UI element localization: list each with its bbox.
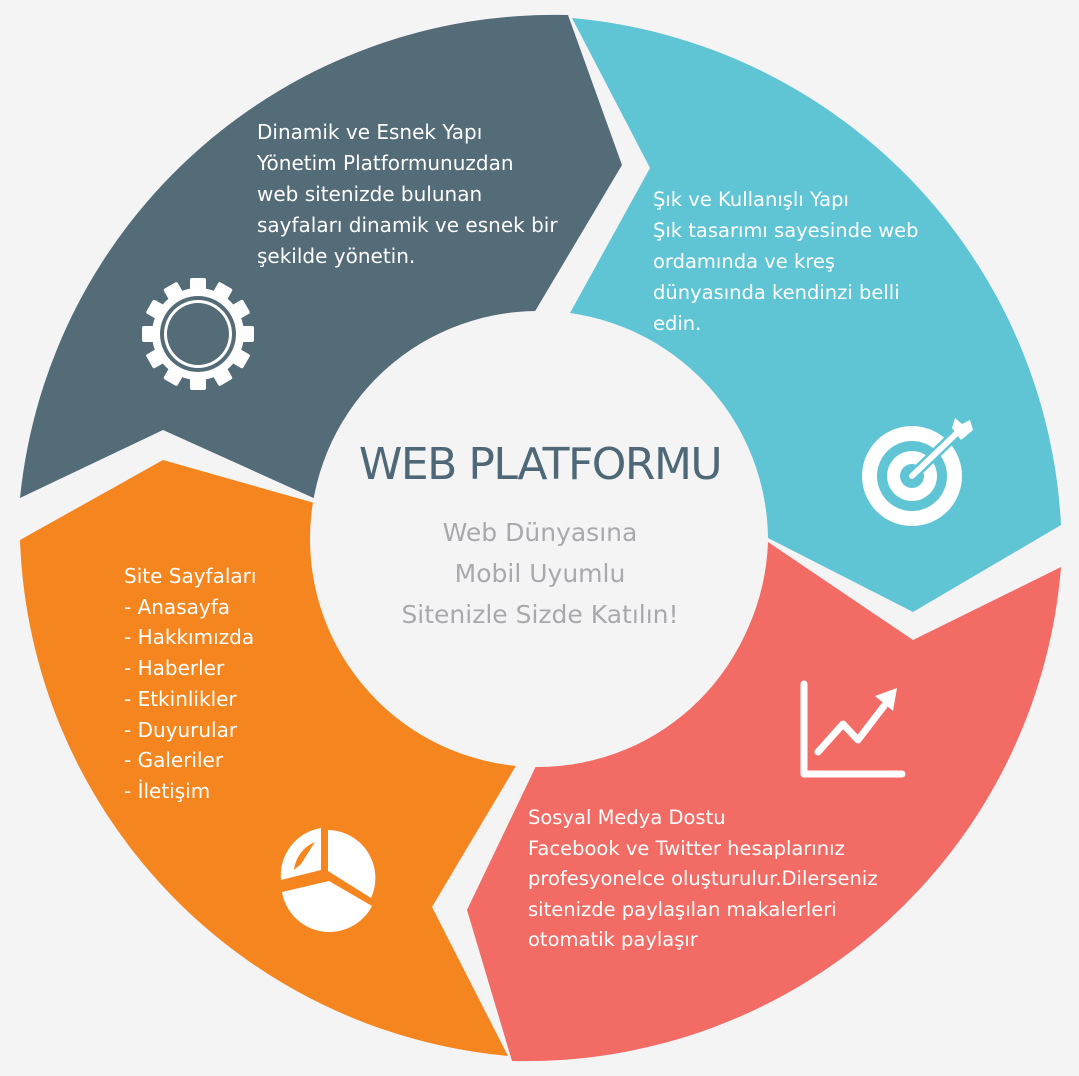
pie-chart-icon [280, 828, 376, 933]
center-subtitle: Web Dünyasına Mobil Uyumlu Sitenizle Siz… [330, 512, 750, 635]
segment-social-line: sitenizde paylaşılan makalerleri [528, 897, 837, 921]
segment-pages-item: - Duyurular [124, 717, 238, 742]
segment-social-text: Sosyal Medya Dostu Facebook ve Twitter h… [528, 803, 878, 956]
segment-dynamic-line: web sitenizde bulunan [257, 182, 483, 206]
segment-pages [20, 460, 517, 1056]
segment-pages-item: - Haberler [124, 656, 225, 681]
segment-pages-text: Site Sayfaları - Anasayfa - Hakkımızda -… [124, 561, 256, 807]
segment-dynamic-line: Yönetim Platformunuzdan [257, 151, 514, 175]
segment-social [467, 542, 1061, 1062]
growth-chart-icon [800, 680, 906, 778]
segment-pages-item: - Hakkımızda [124, 625, 255, 650]
segment-stylish-line: Şık tasarımı sayesinde web [653, 219, 919, 242]
segment-dynamic-text: Dinamik ve Esnek Yapı Yönetim Platformun… [257, 117, 558, 272]
segment-social-line: profesyonelce oluşturulur.Dilerseniz [528, 867, 878, 890]
segment-social-title: Sosyal Medya Dostu [528, 806, 726, 829]
gear-icon [142, 278, 254, 390]
center-circle [310, 311, 766, 767]
segment-stylish-text: Şık ve Kullanışlı Yapı Şık tasarımı saye… [653, 184, 919, 339]
center-title: WEB PLATFORMU [358, 439, 723, 490]
segment-dynamic-title: Dinamik ve Esnek Yapı [257, 120, 483, 144]
segment-stylish-line: dünyasında kendinzi belli [653, 281, 900, 304]
segment-pages-title: Site Sayfaları [124, 564, 257, 588]
segment-dynamic-line: sayfaları dinamik ve esnek bir [257, 213, 558, 237]
segment-dynamic-line: şekilde yönetin. [257, 244, 416, 268]
segment-stylish-line: edin. [653, 312, 702, 335]
center-subtitle-line: Web Dünyasına [442, 518, 638, 547]
center-subtitle-line: Mobil Uyumlu [454, 559, 626, 588]
segment-pages-item: - İletişim [124, 778, 211, 803]
segment-stylish-line: ordamında ve kreş [653, 250, 836, 273]
center-subtitle-line: Sitenizle Sizde Katılın! [401, 600, 679, 629]
segment-pages-item: - Etkinlikler [124, 686, 237, 711]
segment-social-line: Facebook ve Twitter hesaplarınız [528, 836, 845, 860]
segment-pages-item: - Galeriler [124, 748, 224, 773]
segment-stylish-title: Şık ve Kullanışlı Yapı [653, 188, 849, 211]
target-icon [862, 418, 973, 526]
segment-pages-item: - Anasayfa [124, 594, 230, 619]
segment-social-line: otomatik paylaşır [528, 928, 698, 951]
